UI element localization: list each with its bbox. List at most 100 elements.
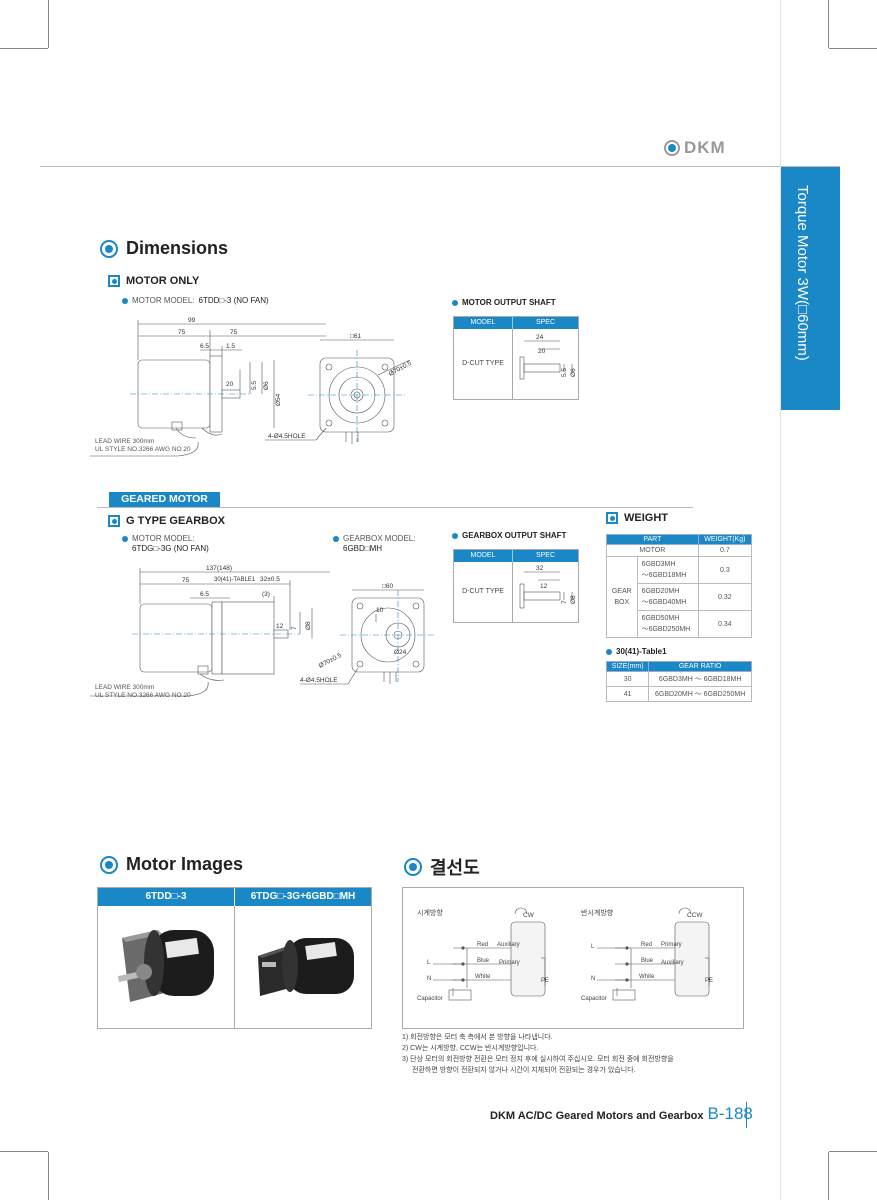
crop-mark: [0, 48, 48, 49]
col-model: MODEL: [454, 317, 513, 329]
gear-range-cell: 6GBD20MH ～6GBD40MH: [636, 583, 699, 611]
dim-body2: 75: [230, 329, 238, 336]
cw-label: CW: [523, 912, 534, 919]
gearbox-shaft-header: MODEL SPEC: [454, 550, 578, 562]
g-lead-wire-line-2: UL STYLE NO.3266 AWG NO.20: [95, 692, 191, 699]
shaft-dim-b: 20: [538, 348, 546, 355]
wire-blue: Blue: [641, 958, 654, 964]
dim-sq: □61: [350, 333, 362, 340]
table1: SIZE(mm) GEAR RATIO 30 6GBD3MH ～ 6GBD18M…: [605, 661, 752, 702]
coil-primary: Primary: [661, 942, 682, 948]
g-dim-f: 12: [276, 623, 284, 630]
table-row: 6GBD50MH ～6GBD250MH 0.34: [607, 610, 753, 638]
line-l: L: [591, 944, 595, 950]
output-shaft-table: MODEL SPEC D-CUT TYPE 24 20 5.5 Ø6: [453, 316, 579, 400]
table1-col-size: SIZE(mm): [605, 661, 650, 672]
motor-only-drawing: 99 75 75 6.5 1.5 20 5.5 Ø6 Ø54 □61 Ø70±0…: [90, 317, 413, 457]
footer-text: DKM AC/DC Geared Motors and Gearbox: [490, 1110, 704, 1122]
wire-white: White: [475, 974, 491, 980]
g-dim-i: 10: [376, 607, 384, 614]
weight-heading: WEIGHT: [606, 512, 668, 524]
weight-col-part: PART: [606, 534, 699, 545]
table1-size: 41: [605, 686, 650, 702]
motor-model-label: MOTOR MODEL:: [132, 296, 195, 305]
motor-images-header: 6TDD□-3 6TDG□-3G+6GBD□MH: [98, 888, 371, 906]
gshaft-dim-c: 7: [561, 600, 568, 604]
table-row: GEAR BOX 6GBD3MH ～6GBD18MH 0.3: [606, 556, 753, 638]
target-icon: [404, 858, 422, 876]
side-tab: Torque Motor 3W(□60mm): [781, 167, 840, 410]
motor-image-1: [117, 930, 214, 1002]
geared-motor-model-label: MOTOR MODEL:: [132, 534, 195, 543]
crop-mark: [828, 0, 829, 48]
logo-icon: [664, 140, 680, 156]
g-dim-d: 6.5: [200, 591, 209, 598]
table1-heading-text: 30(41)-Table1: [616, 647, 667, 656]
geared-motor-badge: GEARED MOTOR: [109, 492, 220, 507]
gearbox-shaft-heading: GEARBOX OUTPUT SHAFT: [452, 531, 566, 541]
g-dim-c: 32±0.5: [260, 576, 280, 583]
bullet-dot-icon: [122, 298, 128, 304]
footer-rule: [746, 1102, 747, 1128]
g-dim-hole: 4-Ø4.5HOLE: [300, 677, 338, 684]
weight-table: PART WEIGHT(Kg) MOTOR 0.7 GEAR BOX 6GBD3…: [606, 534, 753, 638]
dim-total: 99: [188, 317, 196, 324]
wiring-note: 2) CW는 시계방향, CCW는 반시계방향입니다.: [402, 1045, 539, 1052]
gearbox-shaft-table: MODEL SPEC D-CUT TYPE 32 12 7 Ø8: [453, 549, 579, 623]
gear-weight: 0.3: [697, 556, 753, 584]
coil-auxiliary: Auxiliary: [497, 942, 520, 948]
table1-ratio: 6GBD3MH ～ 6GBD18MH: [648, 671, 752, 687]
gear-box-cell: GEAR BOX: [606, 556, 638, 638]
wiring-title-text: 결선도: [430, 858, 480, 878]
square-bullet-icon: [108, 515, 120, 527]
capacitor-label: Capacitor: [417, 996, 443, 1002]
row-model: D-CUT TYPE: [454, 562, 513, 622]
gearbox-model-value: 6GBD□MH: [343, 544, 383, 553]
gshaft-dim-d: Ø8: [570, 595, 577, 604]
gear-weight: 0.32: [697, 583, 753, 611]
g-type-heading: G TYPE GEARBOX: [108, 515, 225, 527]
dimensions-title-text: Dimensions: [126, 238, 229, 258]
bullet-dot-icon: [333, 536, 339, 542]
motor-only-heading: MOTOR ONLY: [108, 275, 199, 287]
logo-text: DKM: [684, 138, 726, 157]
gearbox-shaft-sketch: 32 12 7 Ø8: [519, 565, 577, 609]
wiring-notes: 1) 회전방향은 모터 축 측에서 본 방향을 나타냅니다. 2) CW는 시계…: [402, 1032, 752, 1076]
output-shaft-heading: MOTOR OUTPUT SHAFT: [452, 298, 556, 308]
page-number: B-188: [707, 1104, 753, 1123]
line-l: L: [427, 960, 431, 966]
side-tab-label: Torque Motor 3W(□60mm): [794, 185, 811, 361]
wiring-note: 전환하면 방향이 전환되지 않거나 시간이 지체되어 전환되는 경우가 있습니다…: [412, 1067, 636, 1074]
gear-label-2: BOX: [614, 599, 630, 606]
target-icon: [100, 239, 118, 258]
dim-d3: Ø54: [275, 393, 282, 406]
line-n: N: [427, 976, 432, 982]
g-dim-h: Ø8: [305, 621, 312, 630]
motor-images-col2: 6TDG□-3G+6GBD□MH: [250, 891, 356, 902]
geared-motor-drawing: 137(148) 75 30(41)-TABLE1 32±0.5 6.5 (3)…: [90, 565, 436, 697]
bullet-dot-icon: [606, 649, 612, 655]
dim-d2: Ø6: [263, 381, 270, 390]
gshaft-dim-a: 32: [536, 565, 544, 572]
gearbox-model-label: GEARBOX MODEL:: [343, 534, 416, 543]
dim-shaft: 20: [226, 381, 234, 388]
geared-motor-model-value: 6TDG□-3G (NO FAN): [132, 544, 209, 553]
g-dim-pcd: Ø70±0.5: [318, 652, 344, 670]
crop-mark: [828, 1152, 829, 1200]
bullet-dot-icon: [122, 536, 128, 542]
lead-wire-line-2: UL STYLE NO.3266 AWG NO.20: [95, 446, 191, 453]
output-shaft-heading-text: MOTOR OUTPUT SHAFT: [462, 298, 556, 307]
g-dim-a: 75: [182, 577, 190, 584]
right-guide-line: [780, 0, 781, 1200]
crop-mark: [829, 1151, 877, 1152]
motor-images-table: 6TDD□-3 6TDG□-3G+6GBD□MH: [97, 887, 372, 1029]
pe-label: PE: [541, 978, 550, 984]
table-row: 41 6GBD20MH ～ 6GBD250MH: [605, 686, 752, 702]
wiring-note: 3) 단상 모터의 회전방향 전환은 모터 정지 후에 실시하여 주십시오. 모…: [402, 1056, 674, 1063]
table1-col-ratio: GEAR RATIO: [648, 661, 752, 672]
coil-auxiliary: Auxiliary: [661, 960, 684, 966]
wire-red: Red: [641, 942, 653, 948]
gear-range-end: ～6GBD18MH: [641, 572, 687, 579]
dim-b: 1.5: [226, 343, 235, 350]
col-spec: SPEC: [535, 319, 556, 326]
